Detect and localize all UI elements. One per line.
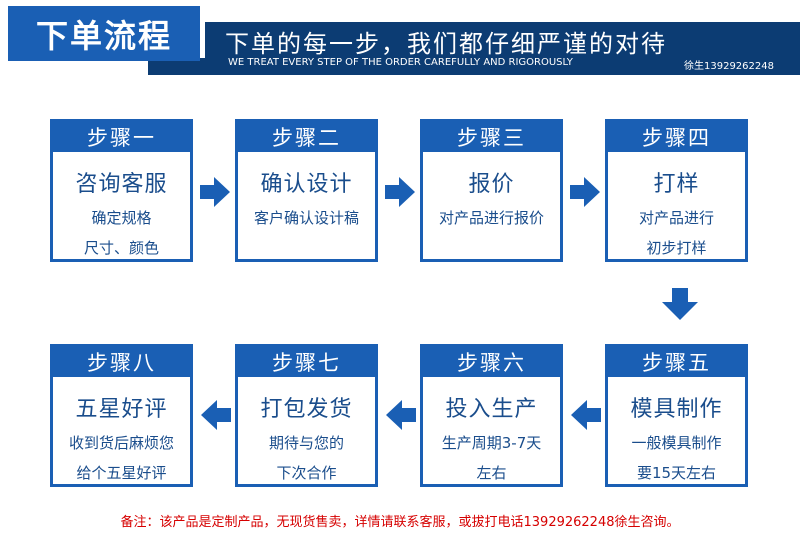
step-title: 投入生产 xyxy=(445,397,538,422)
footer-note: 备注：该产品是定制产品，无现货售卖，详情请联系客服，或拔打电话139292622… xyxy=(120,515,680,530)
step-description-line-1: 收到货后麻烦您 xyxy=(68,434,174,452)
step-label: 步骤七 xyxy=(238,347,375,377)
step-card-5: 步骤五 模具制作 一般模具制作 要15天左右 xyxy=(605,344,748,487)
step-label: 步骤四 xyxy=(608,122,745,152)
header-banner: 下单流程 下单的每一步，我们都仔细严谨的对待 WE TREAT EVERY ST… xyxy=(0,0,800,75)
step-title: 报价 xyxy=(468,172,515,197)
step-title: 确认设计 xyxy=(260,172,353,197)
arrow-left-icon xyxy=(201,400,231,430)
step-label: 步骤二 xyxy=(238,122,375,152)
step-card-1: 步骤一 咨询客服 确定规格 尺寸、颜色 xyxy=(50,119,193,262)
step-label: 步骤六 xyxy=(423,347,560,377)
step-description-line-1: 生产周期3-7天 xyxy=(441,434,542,452)
step-description-line-1: 确定规格 xyxy=(91,209,152,227)
step-description-line-2: 初步打样 xyxy=(646,239,707,257)
step-description-line-2: 下次合作 xyxy=(276,464,337,482)
step-title: 模具制作 xyxy=(630,397,723,422)
arrow-left-icon xyxy=(571,400,601,430)
step-title: 咨询客服 xyxy=(75,172,168,197)
step-card-2: 步骤二 确认设计 客户确认设计稿 xyxy=(235,119,378,262)
step-label: 步骤一 xyxy=(53,122,190,152)
arrow-right-icon xyxy=(385,177,415,207)
step-description-line-1: 对产品进行 xyxy=(638,209,714,227)
page-title: 下单流程 xyxy=(8,6,200,61)
arrow-left-icon xyxy=(386,400,416,430)
step-description-line-1: 一般模具制作 xyxy=(631,434,722,452)
arrow-right-icon xyxy=(570,177,600,207)
step-label: 步骤三 xyxy=(423,122,560,152)
step-label: 步骤五 xyxy=(608,347,745,377)
step-description-line-1: 期待与您的 xyxy=(268,434,344,452)
step-description-line-1: 对产品进行报价 xyxy=(438,209,544,227)
header-phone: 徐生13929262248 xyxy=(684,61,774,72)
step-title: 五星好评 xyxy=(75,397,168,422)
step-card-3: 步骤三 报价 对产品进行报价 xyxy=(420,119,563,262)
step-description-line-2: 尺寸、颜色 xyxy=(83,239,159,257)
arrow-right-icon xyxy=(200,177,230,207)
step-description-line-2: 给个五星好评 xyxy=(76,464,167,482)
step-description-line-2: 左右 xyxy=(476,464,507,482)
step-description-line-2: 要15天左右 xyxy=(636,464,717,482)
step-description-line-1: 客户确认设计稿 xyxy=(253,209,359,227)
arrow-down-icon xyxy=(662,288,698,320)
header-stripe xyxy=(148,58,210,75)
header-dark-bar xyxy=(205,22,800,75)
step-card-4: 步骤四 打样 对产品进行 初步打样 xyxy=(605,119,748,262)
header-slogan-english: WE TREAT EVERY STEP OF THE ORDER CAREFUL… xyxy=(228,57,573,68)
step-card-8: 步骤八 五星好评 收到货后麻烦您 给个五星好评 xyxy=(50,344,193,487)
header-slogan: 下单的每一步，我们都仔细严谨的对待 xyxy=(225,30,667,58)
step-card-6: 步骤六 投入生产 生产周期3-7天 左右 xyxy=(420,344,563,487)
step-title: 打包发货 xyxy=(260,397,353,422)
step-card-7: 步骤七 打包发货 期待与您的 下次合作 xyxy=(235,344,378,487)
step-label: 步骤八 xyxy=(53,347,190,377)
step-title: 打样 xyxy=(653,172,700,197)
